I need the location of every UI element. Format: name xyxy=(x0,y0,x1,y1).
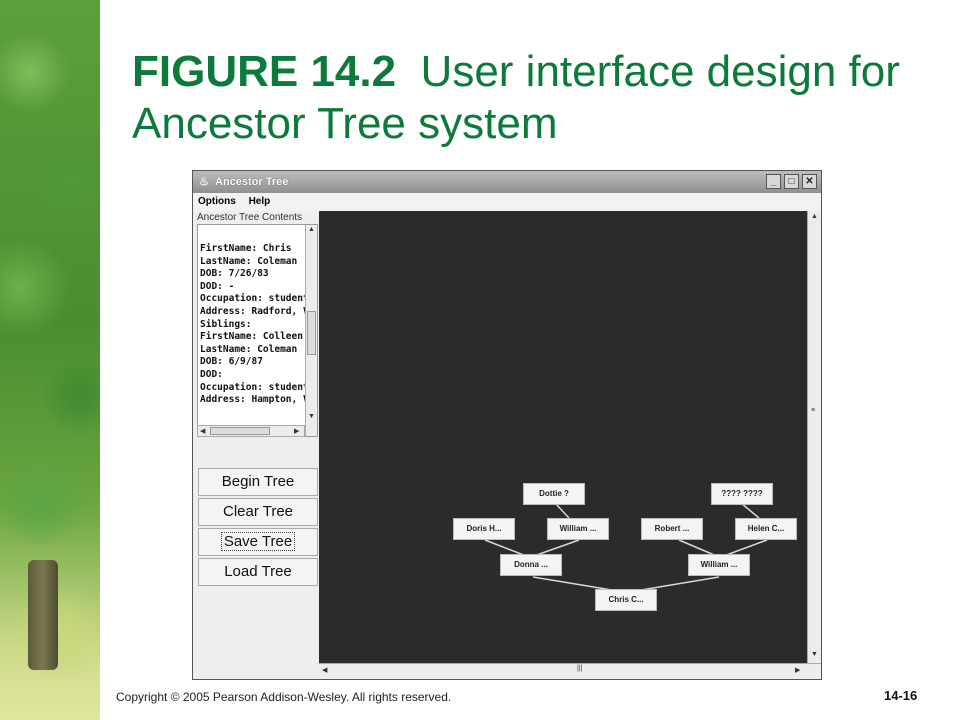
scroll-grip-icon[interactable]: ≡ xyxy=(811,407,816,414)
tree-node-helen[interactable]: Helen C... xyxy=(735,518,797,540)
contents-line: DOD: - xyxy=(200,280,235,292)
contents-line: LastName: Coleman xyxy=(200,343,298,355)
close-icon[interactable]: ✕ xyxy=(802,174,817,189)
load-tree-button[interactable]: Load Tree xyxy=(198,558,318,586)
contents-label: Ancestor Tree Contents xyxy=(197,212,303,223)
contents-line: DOD: xyxy=(200,368,223,380)
canvas-vertical-scrollbar[interactable]: ▲ ≡ ▼ xyxy=(807,211,821,663)
tree-canvas[interactable]: Dottie ? ???? ???? Doris H... William ..… xyxy=(319,211,807,663)
tree-node-william-left[interactable]: William ... xyxy=(547,518,609,540)
scroll-up-icon[interactable]: ▲ xyxy=(811,213,818,220)
contents-horizontal-scrollbar[interactable]: ◀ ▶ xyxy=(197,425,305,437)
scroll-thumb[interactable] xyxy=(307,311,316,355)
window-title: Ancestor Tree xyxy=(215,176,289,188)
menu-options[interactable]: Options xyxy=(198,196,236,207)
scroll-right-icon[interactable]: ▶ xyxy=(795,667,801,674)
tree-node-dottie[interactable]: Dottie ? xyxy=(523,483,585,505)
canvas-horizontal-scrollbar[interactable]: ◀ ||| ▶ xyxy=(319,663,821,677)
menu-help[interactable]: Help xyxy=(248,196,271,207)
page-number: 14-16 xyxy=(884,688,918,703)
contents-line: Occupation: student xyxy=(200,293,305,305)
tree-node-unknown[interactable]: ???? ???? xyxy=(711,483,773,505)
scroll-grip-icon[interactable]: ||| xyxy=(577,665,583,672)
contents-line: Address: Hampton, VA xyxy=(200,394,305,406)
scroll-down-icon[interactable]: ▼ xyxy=(308,413,315,420)
tree-trunk-decoration xyxy=(28,560,58,670)
slide-title: FIGURE 14.2 User interface design for An… xyxy=(132,46,932,150)
tree-connectors xyxy=(484,502,768,593)
copyright-notice: Copyright © 2005 Pearson Addison-Wesley.… xyxy=(116,690,452,704)
scroll-thumb[interactable] xyxy=(210,427,270,435)
contents-vertical-scrollbar[interactable]: ▲ ▼ xyxy=(305,225,317,436)
java-cup-icon: ♨ xyxy=(199,176,209,188)
contents-line: DOB: 6/9/87 xyxy=(200,356,263,368)
scroll-up-icon[interactable]: ▲ xyxy=(308,226,315,233)
minimize-icon[interactable]: _ xyxy=(766,174,781,189)
contents-text-area[interactable]: FirstName: Chris LastName: Coleman DOB: … xyxy=(197,224,318,437)
ancestor-tree-window: ♨ Ancestor Tree _ □ ✕ Options Help Ances… xyxy=(192,170,822,680)
save-tree-button[interactable]: Save Tree xyxy=(198,528,318,556)
scroll-left-icon[interactable]: ◀ xyxy=(322,667,328,674)
contents-line: FirstName: Chris xyxy=(200,243,292,254)
figure-number: FIGURE 14.2 xyxy=(132,47,397,96)
contents-line: Occupation: student xyxy=(200,381,305,393)
window-titlebar[interactable]: ♨ Ancestor Tree _ □ ✕ xyxy=(193,171,821,193)
scroll-right-icon[interactable]: ▶ xyxy=(294,428,300,435)
figure-caption: User interface design for Ancestor Tree … xyxy=(132,47,900,148)
scroll-left-icon[interactable]: ◀ xyxy=(200,428,206,435)
tree-node-doris[interactable]: Doris H... xyxy=(453,518,515,540)
tree-node-william-right[interactable]: William ... xyxy=(688,554,750,576)
clear-tree-button[interactable]: Clear Tree xyxy=(198,498,318,526)
menubar: Options Help xyxy=(193,193,821,211)
contents-line: DOB: 7/26/83 xyxy=(200,268,269,280)
contents-line: Siblings: xyxy=(200,318,252,330)
tree-node-donna[interactable]: Donna ... xyxy=(500,554,562,576)
contents-lines: FirstName: Chris LastName: Coleman DOB: … xyxy=(200,243,305,407)
scroll-down-icon[interactable]: ▼ xyxy=(811,651,818,658)
maximize-icon[interactable]: □ xyxy=(784,174,799,189)
contents-line: Address: Radford, VA xyxy=(200,305,305,317)
tree-node-chris[interactable]: Chris C... xyxy=(595,589,657,611)
tree-node-robert[interactable]: Robert ... xyxy=(641,518,703,540)
begin-tree-button[interactable]: Begin Tree xyxy=(198,468,318,496)
contents-line: LastName: Coleman xyxy=(200,255,298,267)
contents-line: FirstName: Colleen xyxy=(200,331,303,343)
